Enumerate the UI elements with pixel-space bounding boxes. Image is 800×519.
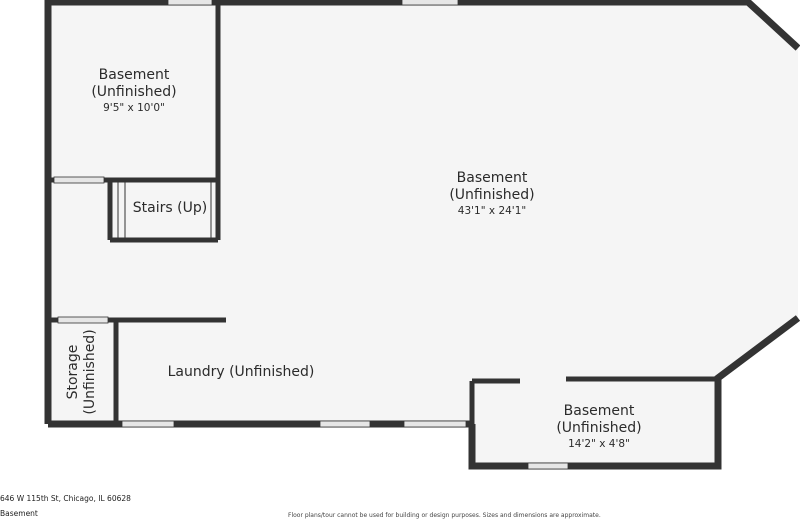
window bbox=[527, 462, 569, 470]
storage-name-1: Storage bbox=[65, 345, 81, 400]
door-opening bbox=[53, 176, 105, 184]
footer-address: 646 W 115th St, Chicago, IL 60628 bbox=[0, 494, 131, 503]
door-opening bbox=[57, 316, 109, 324]
basement-lower-dims: 14'2" x 4'8" bbox=[568, 438, 630, 450]
stair-treads bbox=[117, 182, 212, 238]
storage-name-2: (Unfinished) bbox=[82, 329, 98, 414]
laundry-name: Laundry (Unfinished) bbox=[168, 364, 315, 380]
basement-small-dims: 9'5" x 10'0" bbox=[103, 102, 165, 114]
basement-main-name-2: (Unfinished) bbox=[449, 187, 534, 203]
basement-main-dims: 43'1" x 24'1" bbox=[458, 205, 526, 217]
windows bbox=[53, 0, 569, 470]
window bbox=[319, 420, 371, 428]
interior-walls bbox=[48, 2, 720, 466]
window bbox=[121, 420, 175, 428]
floor-area bbox=[45, 2, 798, 466]
basement-lower-name-2: (Unfinished) bbox=[556, 420, 641, 436]
window bbox=[167, 0, 213, 6]
footer-disclaimer: Floor plans/tour cannot be used for buil… bbox=[288, 512, 601, 519]
window bbox=[401, 0, 459, 6]
basement-main-name-1: Basement bbox=[457, 170, 528, 186]
window bbox=[403, 420, 467, 428]
basement-small-name-2: (Unfinished) bbox=[91, 84, 176, 100]
footer-level: Basement bbox=[0, 509, 38, 518]
basement-small-name-1: Basement bbox=[99, 67, 170, 83]
stairs-name: Stairs (Up) bbox=[133, 200, 207, 216]
basement-lower-name-1: Basement bbox=[564, 403, 635, 419]
